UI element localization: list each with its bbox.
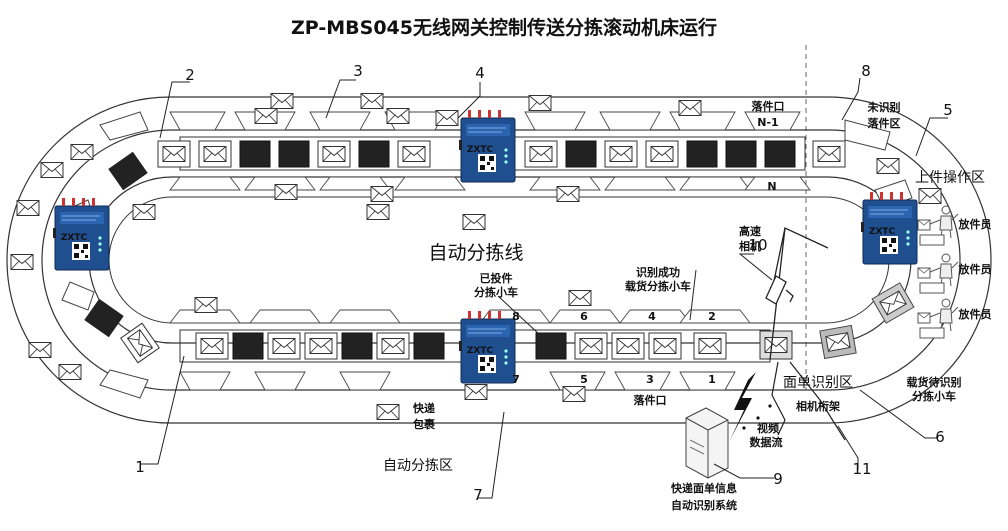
label-pending-2: 分拣小车 xyxy=(912,389,956,403)
bottom-carriers xyxy=(195,330,793,360)
gateway-device-bottom: ZXTC xyxy=(458,310,516,384)
bottom-chute-number: 7 xyxy=(512,373,520,386)
server-icon xyxy=(685,407,729,479)
label-dropped-1: 已投件 xyxy=(480,271,513,285)
leader-lines xyxy=(140,77,948,499)
label-chute-bottom: 落件口 xyxy=(634,393,667,407)
operators xyxy=(917,205,959,339)
label-identified-2: 载货分拣小车 xyxy=(625,279,691,293)
bottom-chute-number: 6 xyxy=(580,310,588,323)
callout-6: 6 xyxy=(935,428,945,446)
label-sorting-zone: 自动分拣区 xyxy=(383,458,453,474)
label-dropped-2: 分拣小车 xyxy=(474,285,518,299)
callout-2: 2 xyxy=(185,66,195,84)
top-carriers xyxy=(157,140,846,168)
callout-1: 1 xyxy=(135,458,145,476)
label-chute-n1: N-1 xyxy=(757,116,778,129)
label-camera-2: 相机 xyxy=(739,239,761,253)
bottom-chute-number: 1 xyxy=(708,373,716,386)
label-video-1: 视频 xyxy=(757,421,779,435)
label-camera-frame: 相机桁架 xyxy=(796,399,840,413)
bottom-chute-number: 2 xyxy=(708,310,716,323)
label-unidentified-2: 落件区 xyxy=(868,116,901,130)
svg-text:ZXTC: ZXTC xyxy=(467,346,494,356)
svg-text:ZXTC: ZXTC xyxy=(869,227,896,237)
camera-frame xyxy=(765,227,829,361)
label-loading-area: 上件操作区 xyxy=(915,170,985,186)
label-chute-top: 落件口 xyxy=(752,99,785,113)
camera-lines xyxy=(771,361,846,441)
label-sorting-line: 自动分拣线 xyxy=(428,242,523,264)
gateway-device-left: ZXTC xyxy=(52,197,110,271)
label-identified-1: 识别成功 xyxy=(636,265,680,279)
callout-5: 5 xyxy=(943,101,953,119)
bottom-chute-numbers: 8 6 4 2 7 5 3 1 xyxy=(512,310,716,386)
label-operator-2: 放件员 xyxy=(958,262,992,276)
callout-11: 11 xyxy=(852,460,871,478)
bottom-chute-number: 5 xyxy=(580,373,588,386)
bottom-chute-number: 3 xyxy=(646,373,654,386)
callout-7: 7 xyxy=(473,486,483,504)
label-chute-n: N xyxy=(767,180,776,193)
callout-9: 9 xyxy=(773,470,783,488)
video-stream-icon xyxy=(730,372,756,440)
callout-3: 3 xyxy=(353,62,363,80)
bottom-chutes xyxy=(169,309,751,391)
label-pending-1: 载货待识别 xyxy=(907,375,962,389)
gateway-device-top: ZXTC xyxy=(458,109,516,183)
callout-8: 8 xyxy=(861,62,871,80)
diagram-title: ZP-MBS045无线网关控制传送分拣滚动机床运行 xyxy=(291,16,717,39)
callout-4: 4 xyxy=(475,64,485,82)
svg-text:ZXTC: ZXTC xyxy=(61,233,88,243)
label-unidentified-1: 未识别 xyxy=(867,100,901,114)
label-camera-1: 高速 xyxy=(739,224,761,238)
label-system-1: 快递面单信息 xyxy=(670,481,737,495)
callout-10: 10 xyxy=(748,236,767,254)
bottom-chute-number: 4 xyxy=(648,310,656,323)
gateway-device-right: ZXTC xyxy=(860,191,918,265)
label-waybill-area: 面单识别区 xyxy=(783,375,853,391)
label-system-2: 自动识别系统 xyxy=(671,498,737,512)
bottom-chute-number: 8 xyxy=(512,310,520,323)
label-operator-3: 放件员 xyxy=(958,307,992,321)
label-operator-1: 放件员 xyxy=(958,217,992,231)
label-video-2: 数据流 xyxy=(750,435,783,449)
label-parcel-1: 快递 xyxy=(412,401,435,415)
label-parcel-2: 包裹 xyxy=(412,417,436,431)
top-chutes xyxy=(169,111,811,191)
left-curve-carriers xyxy=(61,111,160,399)
data-dots xyxy=(742,404,772,430)
svg-text:ZXTC: ZXTC xyxy=(467,145,494,155)
